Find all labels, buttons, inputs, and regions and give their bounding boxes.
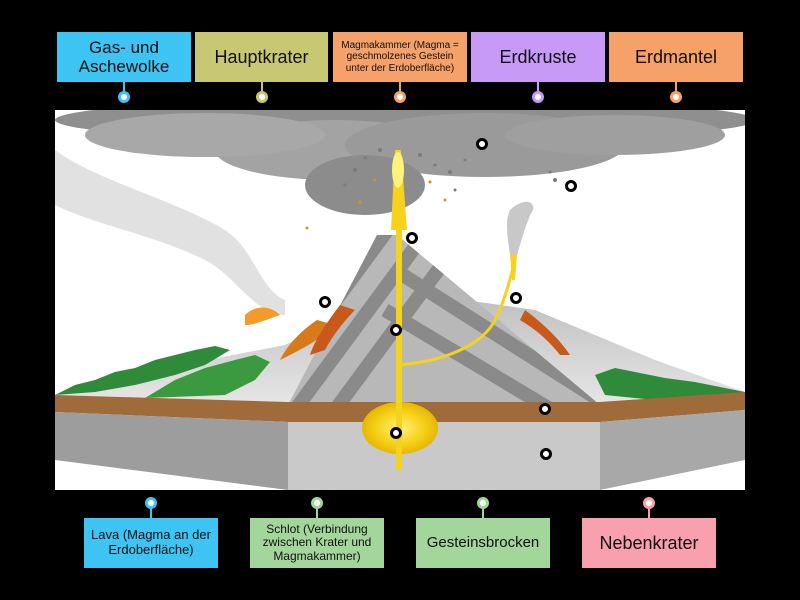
hotspot-marker[interactable] <box>390 427 402 439</box>
hotspot-marker[interactable] <box>406 232 418 244</box>
hotspot-marker[interactable] <box>319 296 331 308</box>
pin-stem <box>648 508 650 518</box>
pin-stem <box>261 82 263 92</box>
label-earth-crust[interactable]: Erdkruste <box>471 32 605 82</box>
hotspot-marker[interactable] <box>510 292 522 304</box>
volcano-diagram <box>55 110 745 490</box>
hotspot-marker[interactable] <box>540 448 552 460</box>
hotspot-marker[interactable] <box>390 324 402 336</box>
pin-stem <box>316 508 318 518</box>
drag-pin[interactable] <box>118 91 130 103</box>
pin-stem <box>482 508 484 518</box>
label-side-crater[interactable]: Nebenkrater <box>582 518 716 568</box>
pin-stem <box>123 82 125 92</box>
label-lava[interactable]: Lava (Magma an der Erdoberfläche) <box>84 518 218 568</box>
drag-pin[interactable] <box>477 497 489 509</box>
label-gas-ash-cloud[interactable]: Gas- und Aschewolke <box>57 32 191 82</box>
hotspot-marker[interactable] <box>539 403 551 415</box>
pin-stem <box>675 82 677 92</box>
drag-pin[interactable] <box>311 497 323 509</box>
drag-pin[interactable] <box>256 91 268 103</box>
drag-pin[interactable] <box>394 91 406 103</box>
label-earth-mantle[interactable]: Erdmantel <box>609 32 743 82</box>
drag-pin[interactable] <box>532 91 544 103</box>
hotspot-marker[interactable] <box>476 138 488 150</box>
label-main-crater[interactable]: Hauptkrater <box>195 32 328 82</box>
label-vent[interactable]: Schlot (Verbindung zwischen Krater und M… <box>250 518 384 568</box>
drag-pin[interactable] <box>145 497 157 509</box>
pin-stem <box>150 508 152 518</box>
drag-pin[interactable] <box>670 91 682 103</box>
hotspot-marker[interactable] <box>565 180 577 192</box>
drag-pin[interactable] <box>643 497 655 509</box>
pin-stem <box>537 82 539 92</box>
label-magma-chamber[interactable]: Magmakammer (Magma = geschmolzenes Geste… <box>333 32 467 82</box>
pin-stem <box>399 82 401 92</box>
label-rock-fragments[interactable]: Gesteinsbrocken <box>416 518 550 568</box>
